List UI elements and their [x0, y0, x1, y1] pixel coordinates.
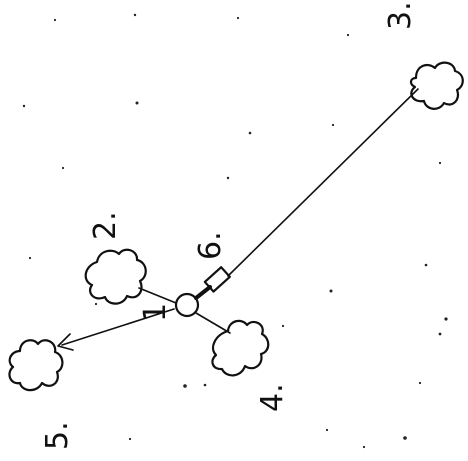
node-1-label: 1 — [138, 303, 173, 322]
node-5-label: 5. — [40, 421, 75, 450]
arrowhead-to-5 — [57, 333, 74, 351]
node-6-rectangle — [203, 266, 231, 293]
node-4-cloud — [211, 319, 270, 377]
node-2-label: 2. — [88, 211, 123, 240]
edge-6-to-3 — [227, 88, 419, 277]
edge-1-to-2 — [138, 287, 177, 304]
edge-1-to-6 — [194, 285, 212, 300]
node-3-cloud — [409, 61, 464, 110]
node-4-label: 4. — [255, 383, 290, 412]
background-speckle — [22, 13, 448, 449]
edges — [57, 88, 419, 351]
node-6-label: 6. — [193, 231, 228, 260]
edge-1-to-5 — [61, 308, 175, 346]
node-1-circle — [174, 292, 200, 318]
node-3-label: 3. — [383, 1, 418, 30]
edge-1-to-4 — [195, 312, 231, 334]
node-2-cloud — [84, 248, 147, 305]
node-5-cloud — [8, 339, 64, 392]
